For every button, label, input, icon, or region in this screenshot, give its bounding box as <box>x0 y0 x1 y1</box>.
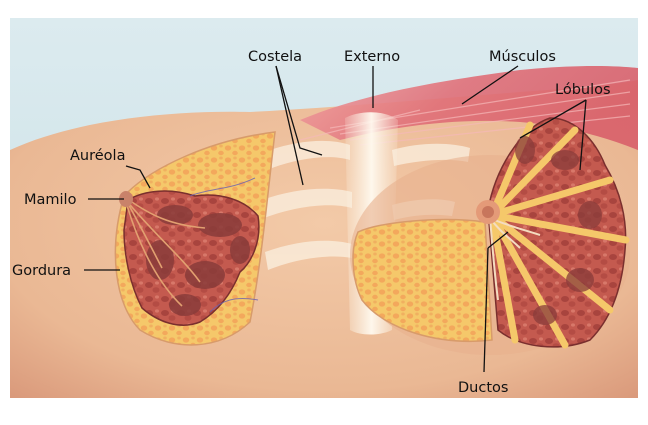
label-musculos: Músculos <box>489 49 556 65</box>
label-costela: Costela <box>248 49 302 65</box>
label-externo: Externo <box>344 49 400 65</box>
label-mamilo: Mamilo <box>24 192 77 208</box>
label-aureola: Auréola <box>70 148 125 164</box>
label-gordura: Gordura <box>12 263 71 279</box>
label-lobulos: Lóbulos <box>555 82 611 98</box>
label-ductos: Ductos <box>458 380 508 396</box>
